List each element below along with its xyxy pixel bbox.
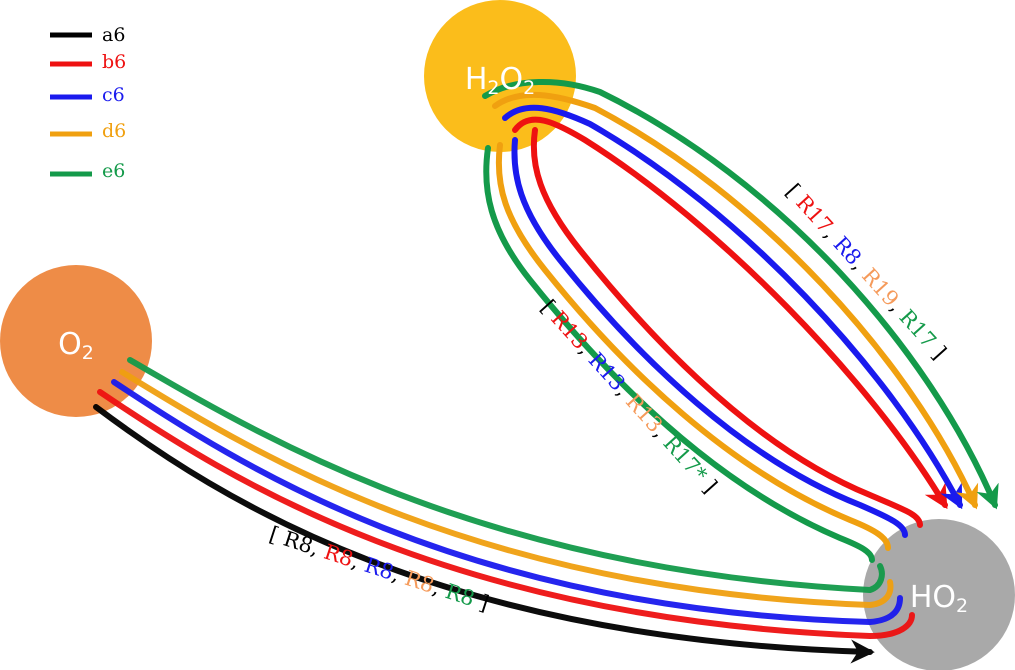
h2o2-outer-arrow-e6 bbox=[482, 79, 999, 510]
svg-text:d6: d6 bbox=[102, 120, 126, 142]
svg-text:e6: e6 bbox=[102, 160, 125, 182]
svg-text:a6: a6 bbox=[102, 24, 125, 46]
h2o2-outer-arrow-c6 bbox=[502, 104, 963, 510]
h2o2-outer-arrow-b6 bbox=[512, 116, 948, 510]
legend-entry-c6: c6 bbox=[50, 84, 125, 106]
h2o2-outer-arrow-d6 bbox=[492, 91, 979, 510]
h2o2-inner-arrow-e6 bbox=[483, 145, 875, 563]
legend-entry-a6: a6 bbox=[50, 24, 125, 46]
node-o2 bbox=[0, 265, 152, 417]
svg-text:b6: b6 bbox=[102, 51, 126, 73]
h2o2-outer-arrows bbox=[482, 79, 999, 510]
node-ho2-label: HO2 bbox=[910, 580, 968, 617]
node-h2o2 bbox=[424, 0, 576, 152]
o2-to-ho2-arrows bbox=[93, 357, 915, 664]
node-o2-label: O2 bbox=[58, 327, 94, 364]
o2-to-ho2-arrow-b6 bbox=[97, 389, 915, 640]
node-h2o2-label: H2O2 bbox=[465, 62, 535, 99]
o2-to-ho2-arrow-c6 bbox=[111, 379, 903, 626]
legend-entry-d6: d6 bbox=[50, 120, 126, 142]
h2o2-inner-arrow-d6 bbox=[495, 142, 891, 551]
legend-entry-b6: b6 bbox=[50, 51, 126, 73]
svg-text:c6: c6 bbox=[102, 84, 125, 106]
h2o2-inner-arrows bbox=[483, 127, 923, 563]
o2-to-ho2-arrow-d6 bbox=[119, 369, 894, 609]
o2-to-ho2-arrow-a6 bbox=[93, 404, 875, 664]
o2-to-ho2-arrow-e6 bbox=[127, 357, 885, 594]
legend-entry-e6: e6 bbox=[50, 160, 125, 182]
h2o2-inner-arrow-c6 bbox=[511, 137, 908, 538]
h2o2-inner-arrow-b6 bbox=[530, 127, 923, 528]
label-h2o2-inner: [ R13, R13, R13, R17* ] bbox=[536, 295, 721, 497]
legend: a6 b6 c6 d6 e6 bbox=[50, 24, 126, 182]
